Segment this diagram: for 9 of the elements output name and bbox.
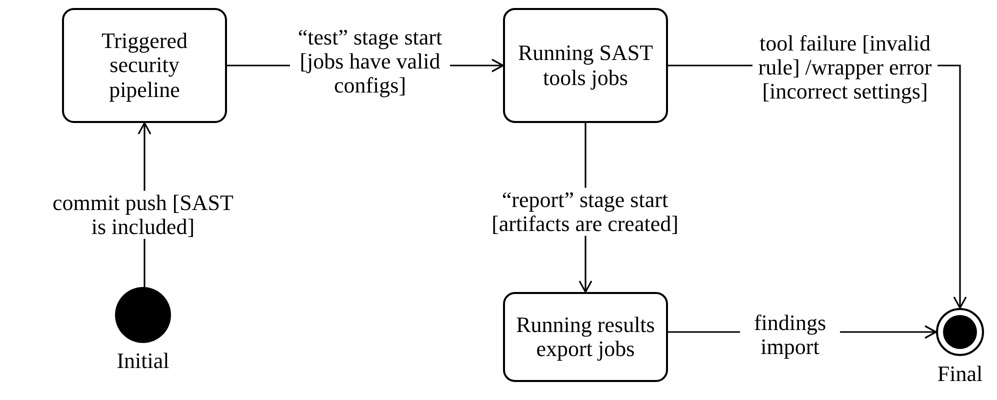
state-name: Running SAST tools jobs <box>516 41 654 90</box>
state-caption: Initial <box>116 349 170 374</box>
state-box <box>503 8 668 123</box>
state-name: Triggered security pipeline <box>100 29 188 102</box>
final-state <box>936 308 984 356</box>
state-box <box>62 8 227 123</box>
state-name: Running results export jobs <box>515 312 656 362</box>
state-box <box>503 292 668 382</box>
state-caption: Final <box>936 362 984 386</box>
